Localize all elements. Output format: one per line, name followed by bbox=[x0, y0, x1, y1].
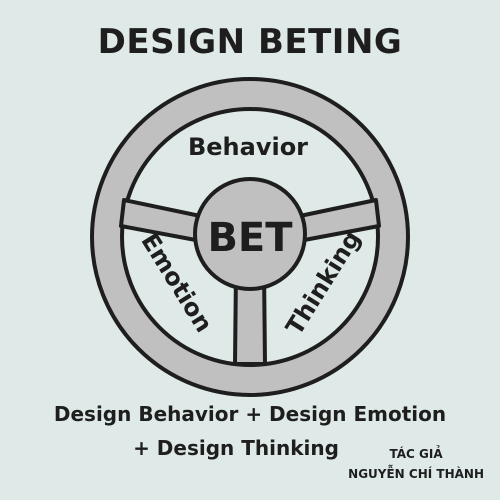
hub-label: BET bbox=[207, 215, 293, 261]
author-name: NGUYỄN CHÍ THÀNH bbox=[348, 467, 484, 481]
author-label: TÁC GIẢ bbox=[389, 447, 443, 461]
formula-line-2: + Design Thinking bbox=[133, 436, 339, 460]
behavior-label: Behavior bbox=[188, 133, 308, 161]
author-credit: TÁC GIẢ NGUYỄN CHÍ THÀNH bbox=[348, 444, 484, 484]
wheel-hub bbox=[193, 177, 307, 291]
formula-line-1: Design Behavior + Design Emotion bbox=[53, 402, 447, 426]
diagram-title: DESIGN BETING bbox=[97, 22, 403, 62]
